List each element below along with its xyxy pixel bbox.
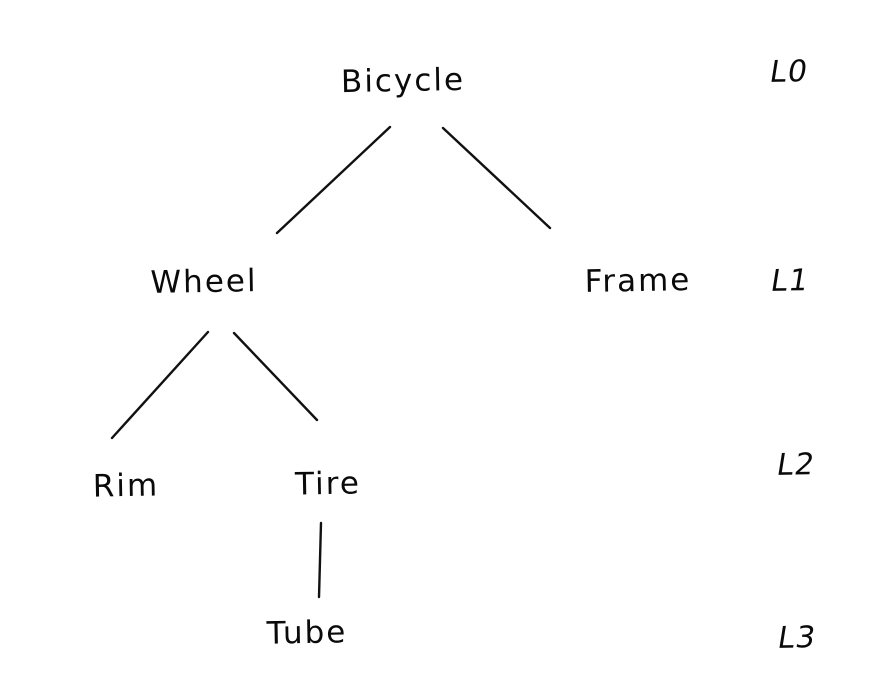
- edge-bicycle-frame: [441, 126, 552, 230]
- node-bicycle: Bicycle: [340, 61, 466, 101]
- node-tube: Tube: [266, 614, 348, 652]
- edge-wheel-rim: [110, 330, 210, 440]
- node-tire: Tire: [294, 465, 362, 503]
- level-label-l2: L2: [774, 447, 818, 483]
- edge-tire-tube: [317, 521, 323, 599]
- edge-bicycle-wheel: [275, 125, 392, 235]
- node-wheel: Wheel: [150, 263, 258, 301]
- level-label-l3: L3: [775, 620, 819, 656]
- node-frame: Frame: [584, 262, 692, 300]
- node-rim: Rim: [92, 467, 160, 505]
- level-label-l1: L1: [768, 263, 812, 299]
- level-label-l0: L0: [767, 54, 811, 90]
- edge-wheel-tire: [232, 331, 319, 422]
